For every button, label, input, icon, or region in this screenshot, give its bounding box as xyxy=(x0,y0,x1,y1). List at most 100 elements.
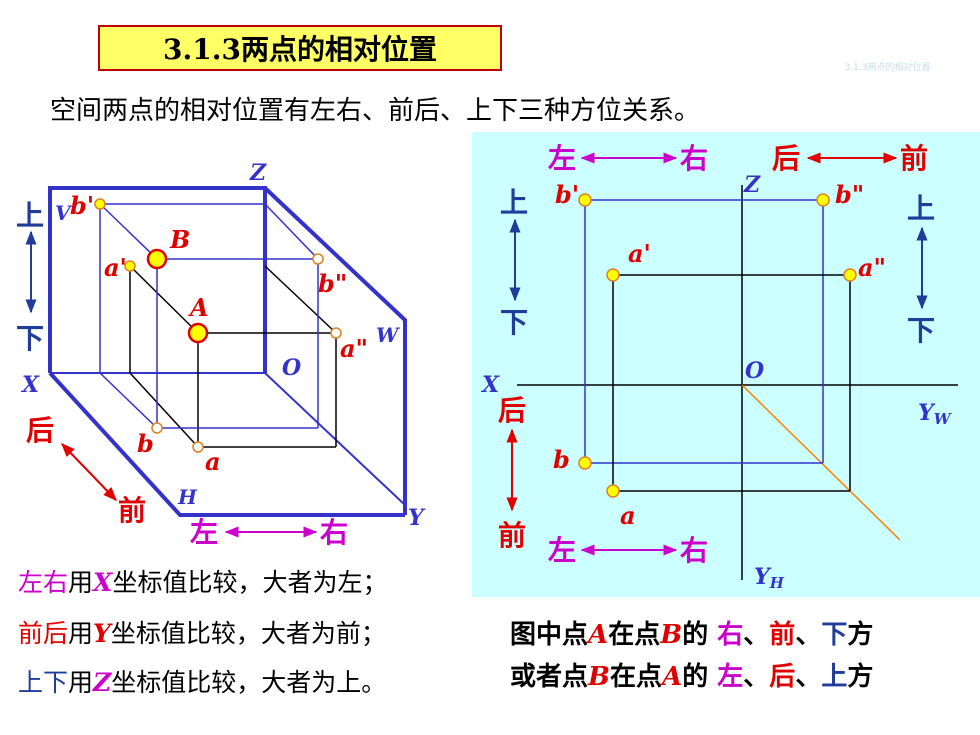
rule-lr: 左右用X坐标值比较，大者为左； xyxy=(18,563,387,599)
proj-label-b: b xyxy=(553,445,570,474)
dir-back-3d: 后 xyxy=(26,414,54,447)
diagram-3d: Z V b' B a' b" A a" W O X b a H Y 上 下 后 … xyxy=(16,160,426,549)
label-h: H xyxy=(177,485,198,509)
proj-point-a xyxy=(606,484,620,498)
proj-label-yw: YW xyxy=(918,400,953,428)
proj-line xyxy=(99,372,158,429)
proj-point-b xyxy=(578,456,592,470)
h-plane-outline xyxy=(48,371,405,517)
proj-label-a: a xyxy=(620,501,636,530)
label-A: A xyxy=(188,293,209,322)
proj-dir-front-top: 前 xyxy=(900,142,928,175)
proj-dir-front-lower: 前 xyxy=(498,519,526,552)
label-a1: a' xyxy=(104,253,127,282)
proj-label-x: X xyxy=(480,372,500,398)
proj-label-yh-sub: H xyxy=(769,574,785,592)
concl-dir: 左 xyxy=(717,662,744,692)
projection-bg xyxy=(472,132,980,597)
proj-line xyxy=(264,203,319,260)
point-a1 xyxy=(124,260,136,272)
point-A xyxy=(187,322,209,344)
rule-axis-y: Y xyxy=(93,619,111,648)
conclusion-line-2: 或者点B在点A的 左、后、上方 xyxy=(510,656,873,693)
watermark: 3.1.3两点的相对位置 xyxy=(844,63,931,73)
proj-label-a1: a' xyxy=(628,239,651,268)
concl-text: 方 xyxy=(847,620,874,650)
dir-up-3d: 上 xyxy=(16,199,44,232)
rule-pre: 用 xyxy=(68,619,94,648)
proj-label-b2: b" xyxy=(835,180,864,209)
concl-text: 方 xyxy=(847,662,874,692)
rule-pre: 用 xyxy=(68,668,94,697)
proj-dir-up-right: 上 xyxy=(907,192,935,225)
proj-label-o: O xyxy=(745,358,764,384)
point-a2 xyxy=(330,327,342,339)
rule-axis-z: Z xyxy=(93,668,112,697)
proj-line xyxy=(129,265,199,334)
dir-arrow-backfront-3d xyxy=(61,442,117,502)
rule-ud: 上下用Z坐标值比较，大者为上。 xyxy=(18,663,386,699)
axis-line-y-w xyxy=(264,372,406,506)
proj-point-a1 xyxy=(606,268,620,282)
dir-left-3d: 左 xyxy=(190,516,218,549)
proj-dir-back-lower: 后 xyxy=(498,394,526,427)
concl-text: 的 xyxy=(682,662,718,692)
proj-label-yw-sub: W xyxy=(934,410,953,428)
label-v: V xyxy=(55,201,73,225)
concl-point: B xyxy=(660,620,683,650)
proj-dir-down-left: 下 xyxy=(500,306,528,339)
dir-right-3d: 右 xyxy=(320,516,348,549)
projection-panel: Z b' b" a' a" X O YW b a YH 左 右 后 前 上 下 … xyxy=(472,132,980,597)
proj-point-a2 xyxy=(843,268,857,282)
label-b1: b' xyxy=(70,191,94,220)
concl-point: B xyxy=(588,662,610,692)
point-b2 xyxy=(312,253,324,265)
proj-label-yw-main: Y xyxy=(918,400,936,426)
proj-dir-back-top: 后 xyxy=(772,142,800,175)
concl-dir: 右 xyxy=(717,620,744,650)
label-b2: b" xyxy=(318,269,347,298)
label-a2: a" xyxy=(340,334,368,363)
label-a: a xyxy=(205,447,221,476)
proj-dir-right-bottom: 右 xyxy=(680,534,708,567)
concl-sep: 、 xyxy=(743,620,770,650)
point-b1 xyxy=(94,198,106,210)
rule-pair-lr: 左右 xyxy=(18,568,69,597)
proj-dir-right-top: 右 xyxy=(680,142,708,175)
concl-text: 在点 xyxy=(610,662,663,692)
conclusion-line-1: 图中点A在点B的 右、前、下方 xyxy=(510,614,873,651)
page-title: 3.1.3两点的相对位置 xyxy=(163,33,437,66)
concl-point: A xyxy=(662,662,683,692)
rule-pair-fb: 前后 xyxy=(18,619,69,648)
proj-dir-up-left: 上 xyxy=(500,186,528,219)
proj-dir-left-top: 左 xyxy=(548,142,576,175)
rule-pre: 用 xyxy=(68,568,94,597)
proj-line xyxy=(129,372,199,448)
subtitle: 空间两点的相对位置有左右、前后、上下三种方位关系。 xyxy=(50,96,701,126)
concl-text: 图中点 xyxy=(510,620,589,650)
proj-point-b2 xyxy=(816,193,830,207)
proj-line xyxy=(264,265,337,334)
label-z: Z xyxy=(249,160,267,186)
label-w: W xyxy=(376,323,401,347)
concl-text: 或者点 xyxy=(510,662,589,692)
label-B: B xyxy=(169,225,190,254)
concl-text: 的 xyxy=(682,620,718,650)
concl-text: 在点 xyxy=(608,620,661,650)
proj-label-a2: a" xyxy=(858,253,886,282)
dir-down-3d: 下 xyxy=(16,322,44,355)
concl-dir: 下 xyxy=(821,620,848,650)
label-o: O xyxy=(282,355,301,381)
concl-point: A xyxy=(588,620,609,650)
concl-dir: 上 xyxy=(821,662,848,692)
rule-text: 坐标值比较，大者为上。 xyxy=(111,668,387,697)
rule-axis-x: X xyxy=(93,568,113,597)
w-plane-outline xyxy=(263,186,407,515)
dir-front-3d: 前 xyxy=(118,494,146,527)
rule-pair-ud: 上下 xyxy=(18,668,69,697)
concl-sep: 、 xyxy=(743,662,770,692)
proj-point-b1 xyxy=(578,193,592,207)
rule-text: 坐标值比较，大者为左； xyxy=(112,568,388,597)
title-box: 3.1.3两点的相对位置 xyxy=(98,25,502,71)
